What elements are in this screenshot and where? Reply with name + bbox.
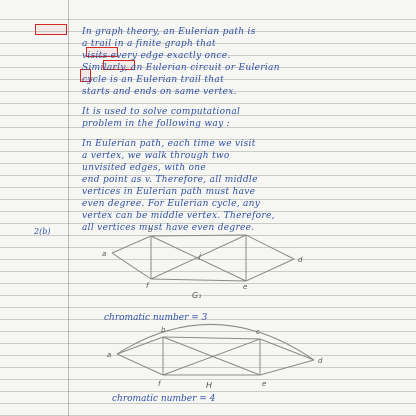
text-line: cycle is an Eulerian trail that bbox=[82, 75, 224, 85]
text-line: Similarly, an Eulerian circuit or Euleri… bbox=[82, 63, 280, 73]
graph1-vertex-label: b bbox=[148, 226, 153, 234]
graph2-vertex-label: d bbox=[318, 357, 323, 365]
graph1-edges bbox=[111, 234, 295, 282]
text-line: In Eulerian path, each time we visit bbox=[82, 139, 256, 149]
red-annotation-box bbox=[103, 60, 135, 70]
text-line: It is used to solve computational bbox=[82, 107, 241, 117]
text-line: In graph theory, an Eulerian path is bbox=[82, 27, 256, 37]
graph2-chromatic-note: chromatic number = 4 bbox=[112, 394, 216, 404]
red-annotation-box bbox=[35, 24, 67, 35]
graph2-edges bbox=[116, 323, 315, 376]
graph2-vertex-label: c bbox=[256, 328, 260, 336]
margin-line bbox=[68, 0, 69, 416]
text-line: starts and ends on same vertex. bbox=[82, 87, 237, 97]
graph2-vertex-label: a bbox=[107, 351, 111, 359]
graph1-vertex-label: e bbox=[243, 283, 247, 291]
graph1-vertex-label: a bbox=[102, 250, 106, 258]
graph2-vertex-label: e bbox=[262, 380, 266, 388]
graph1-vertex-label: f bbox=[146, 282, 150, 290]
graph2-vertex-label: f bbox=[158, 380, 162, 388]
text-line: problem in the following way : bbox=[82, 119, 230, 129]
red-annotation-box bbox=[86, 47, 118, 57]
graph1-chromatic-note: chromatic number = 3 bbox=[104, 313, 208, 323]
text-line: visits every edge exactly once. bbox=[82, 51, 231, 61]
text-line: unvisited edges, with one bbox=[82, 163, 207, 173]
graph1-vertex-label: d bbox=[298, 256, 303, 264]
red-annotation-box bbox=[80, 69, 91, 82]
graph1-vertex-label: j bbox=[198, 252, 201, 260]
text-line: vertex can be middle vertex. Therefore, bbox=[82, 211, 275, 221]
graph1-caption: G₁ bbox=[192, 291, 201, 300]
graph2-vertex-label: b bbox=[161, 326, 166, 334]
text-line: a vertex, we walk through two bbox=[82, 151, 230, 161]
graph2-caption: H bbox=[206, 381, 212, 390]
text-line: all vertices must have even degree. bbox=[82, 223, 255, 233]
text-line: a trail in a finite graph that bbox=[82, 39, 216, 49]
text-line: end point as v. Therefore, all middle bbox=[82, 175, 258, 185]
question-label: 2(b) bbox=[34, 227, 51, 236]
text-line: vertices in Eulerian path must have bbox=[82, 187, 256, 197]
text-line: even degree. For Eulerian cycle, any bbox=[82, 199, 261, 209]
